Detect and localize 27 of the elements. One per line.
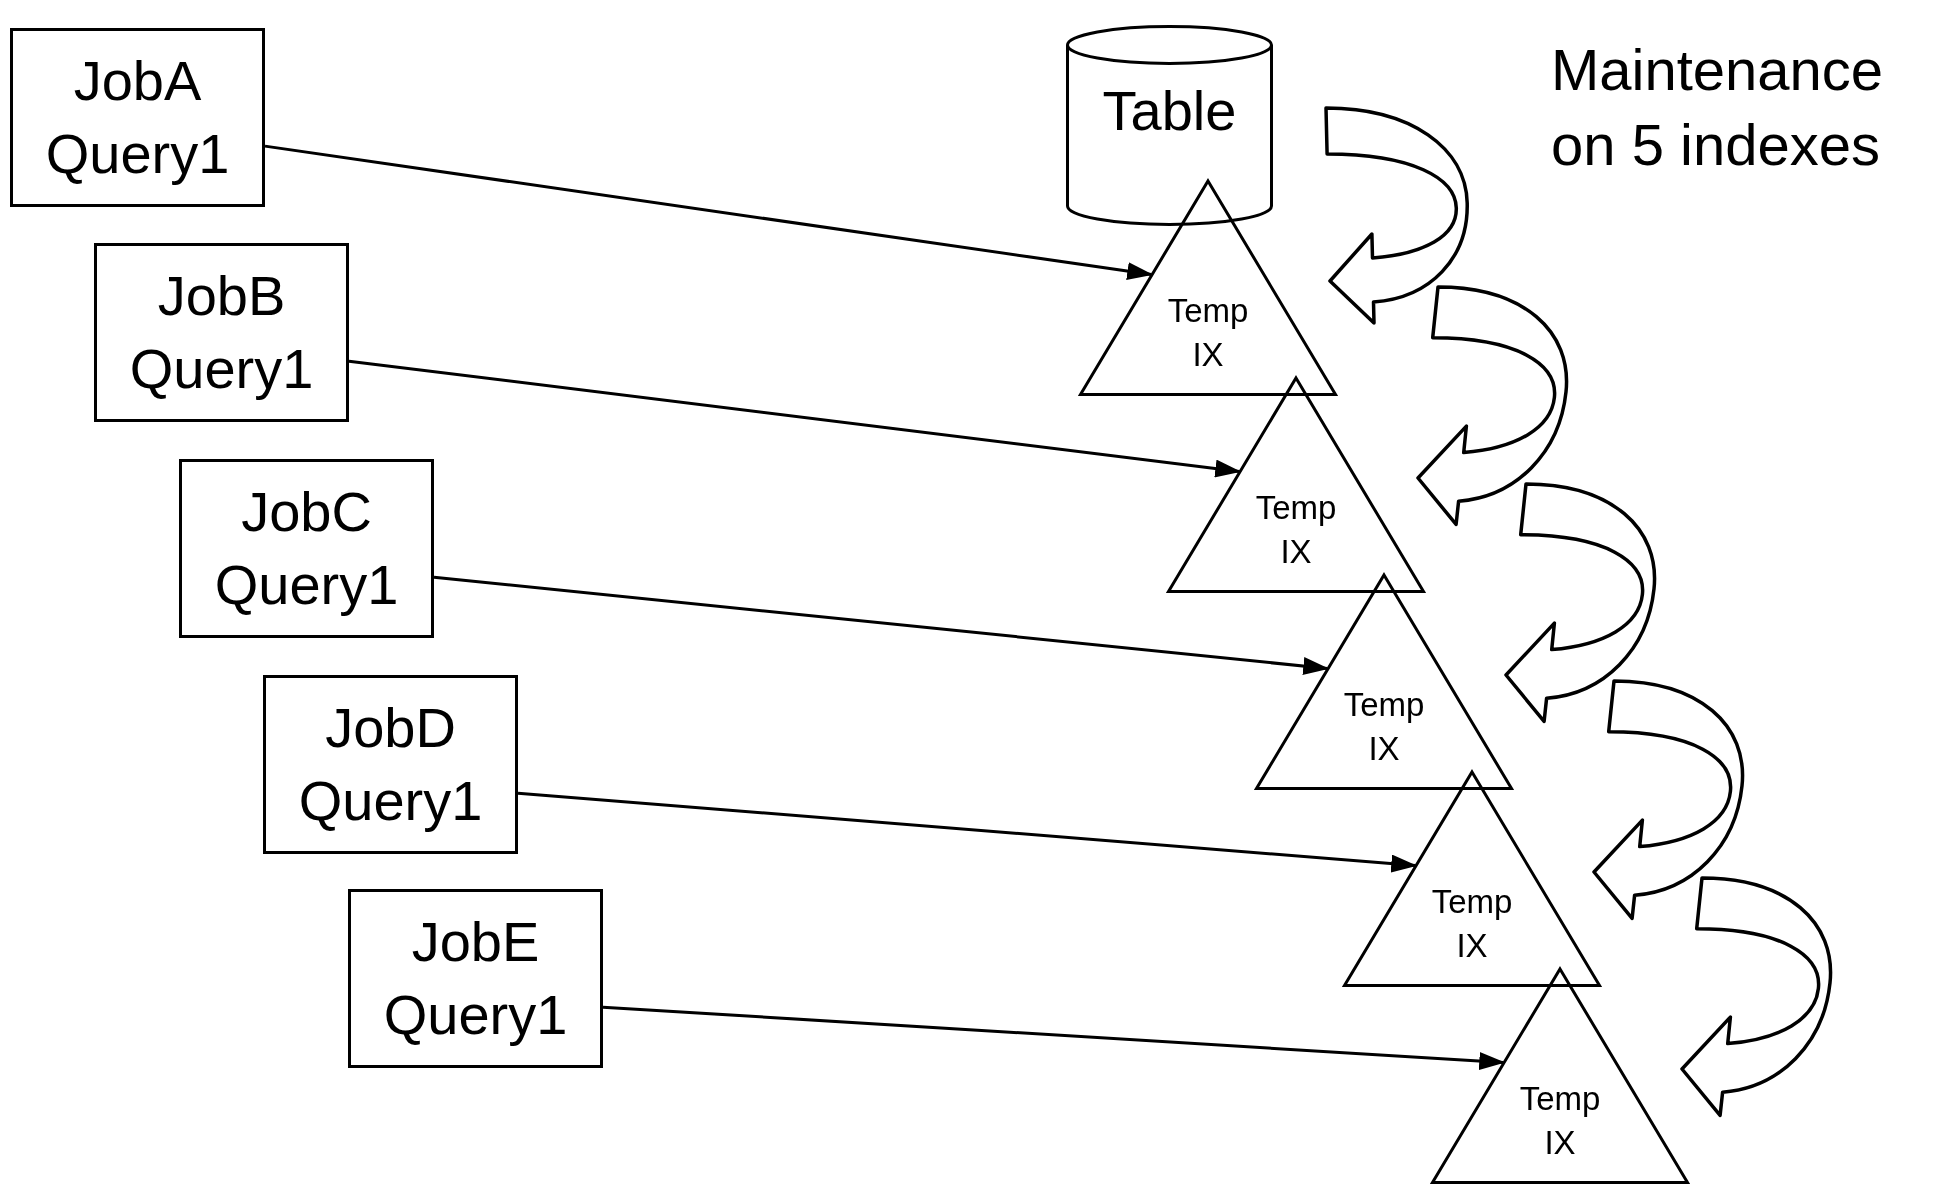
index-label: Temp IX [1430,882,1514,966]
arrow [517,791,1418,873]
index-label: Temp IX [1518,1079,1602,1163]
index-label: Temp IX [1166,291,1250,375]
arrow [348,359,1242,478]
curved-block-arrow [1680,876,1833,1118]
query-box [10,28,265,207]
arrow [602,1005,1506,1070]
query-box [94,243,349,422]
arrow [264,144,1154,280]
index-label: Temp IX [1342,685,1426,769]
query-box [263,675,518,854]
query-label: JobC Query1 [213,478,400,618]
curved-block-arrow [1592,679,1745,921]
query-box [348,889,603,1068]
curved-block-arrow [1504,482,1657,724]
arrow [433,575,1330,675]
query-label: JobA Query1 [44,47,231,187]
note-text: Maintenance on 5 indexes [1551,36,1885,180]
query-label: JobD Query1 [297,694,484,834]
query-label: JobE Query1 [382,908,569,1048]
curved-block-arrow [1416,285,1569,527]
query-box [179,459,434,638]
index-label: Temp IX [1254,488,1338,572]
query-label: JobB Query1 [128,262,315,402]
table-label: Table [1101,78,1238,144]
curved-block-arrow [1324,106,1469,325]
